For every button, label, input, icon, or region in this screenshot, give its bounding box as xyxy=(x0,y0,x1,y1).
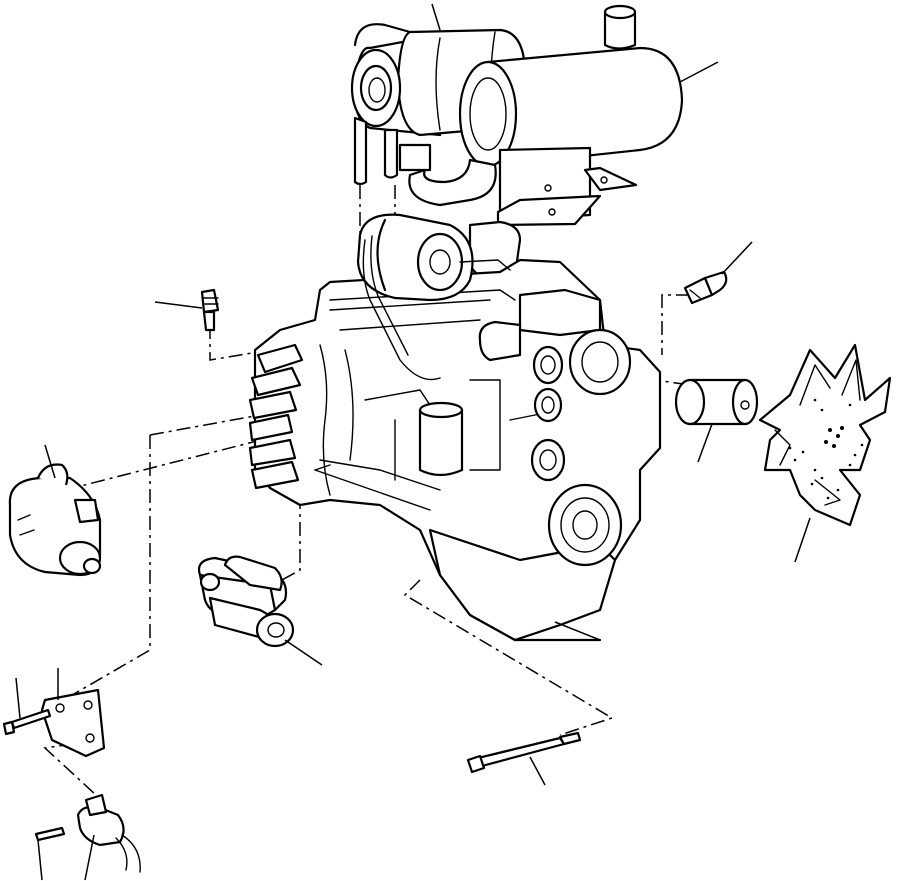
alternator xyxy=(8,463,102,577)
dipstick xyxy=(466,731,582,774)
fan xyxy=(758,343,892,527)
engine-block xyxy=(248,258,662,642)
bolt xyxy=(2,708,52,736)
fuel-filter xyxy=(674,378,759,426)
oil-pressure-switch xyxy=(683,270,728,305)
solenoid xyxy=(34,793,141,873)
connecting-pipes xyxy=(408,158,522,280)
starter-motor xyxy=(197,555,295,648)
turbocharger xyxy=(356,213,511,381)
mounting-bracket xyxy=(40,688,106,758)
muffler xyxy=(458,4,684,227)
water-temp-sensor xyxy=(200,288,220,332)
leader-lines xyxy=(15,3,811,881)
